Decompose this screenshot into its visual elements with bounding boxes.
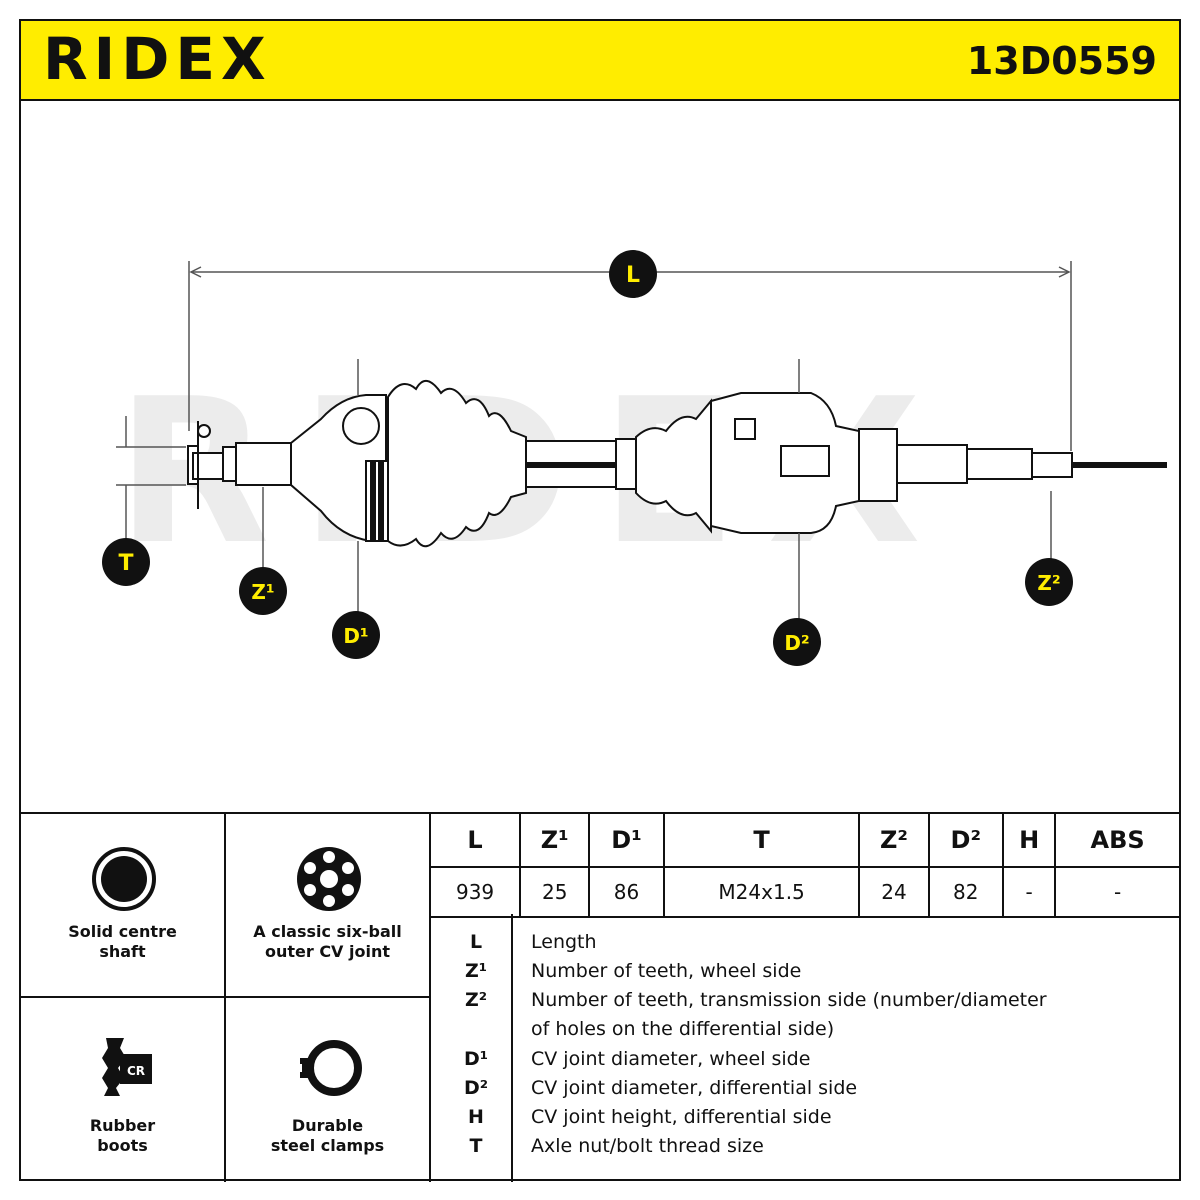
header-bar: RIDEX 13D0559 — [21, 21, 1179, 101]
legend-symbol: D² — [463, 1077, 489, 1099]
legend-description: Number of teeth, wheel side — [531, 960, 802, 982]
six-ball-cv-joint-icon — [297, 847, 361, 911]
badge-D1: D¹ — [332, 611, 380, 659]
feature-label: A classic six-ball outer CV joint — [253, 922, 402, 961]
legend-symbol: T — [469, 1135, 483, 1157]
svg-text:T: T — [118, 551, 133, 576]
svg-text:CR: CR — [127, 1064, 145, 1078]
rubber-boot-icon: CR — [102, 1038, 152, 1096]
spec-header: H — [1003, 814, 1057, 868]
spec-header: T — [663, 814, 861, 868]
spec-header: ABS — [1055, 814, 1179, 868]
seal-ring — [858, 428, 898, 502]
legend-description: CV joint height, differential side — [531, 1106, 832, 1128]
cv-ball — [342, 407, 380, 445]
spec-value: - — [1055, 867, 1179, 918]
svg-text:L: L — [626, 263, 640, 288]
outer-clamp — [365, 460, 389, 542]
svg-text:D²: D² — [784, 631, 809, 655]
legend-description: Length — [531, 931, 597, 953]
feature-rubber-boots: CR Rubber boots — [21, 998, 226, 1182]
cotter-pin-ring — [197, 424, 211, 438]
spec-value: 24 — [859, 867, 930, 918]
spec-header: Z¹ — [520, 814, 591, 868]
legend-symbol: Z¹ — [464, 960, 488, 982]
legend-description: CV joint diameter, differential side — [531, 1077, 858, 1099]
part-number: 13D0559 — [966, 39, 1157, 83]
transmission-spline — [896, 444, 968, 484]
page-frame — [19, 19, 1181, 1181]
feature-solid-shaft: Solid centre shaft — [21, 814, 226, 998]
svg-text:Z²: Z² — [1037, 571, 1060, 595]
legend-description: Number of teeth, transmission side (numb… — [531, 989, 1047, 1011]
transmission-stub — [966, 448, 1033, 480]
badge-D2: D² — [773, 618, 821, 666]
spec-header: D¹ — [589, 814, 665, 868]
steel-clamp-icon — [296, 1040, 362, 1096]
feature-six-ball-joint: A classic six-ball outer CV joint — [226, 814, 431, 998]
outer-boot — [387, 380, 527, 548]
legend-description: CV joint diameter, wheel side — [531, 1048, 811, 1070]
badge-T: T — [102, 538, 150, 586]
specs-table: L Z¹ D¹ T Z² D² H ABS 939 25 86 M24x1.5 … — [431, 814, 1179, 918]
legend-description: Axle nut/bolt thread size — [531, 1135, 764, 1157]
spec-value: - — [1003, 867, 1057, 918]
spec-value: 86 — [589, 867, 665, 918]
drive-shaft-svg: RIDEX — [102, 250, 1167, 666]
spring-housing — [780, 445, 830, 477]
drive-shaft-drawing: RIDEX — [21, 101, 1179, 811]
legend-symbol: Z² — [464, 989, 488, 1011]
feature-steel-clamps: Durable steel clamps — [226, 998, 431, 1182]
spec-value: M24x1.5 — [663, 867, 861, 918]
feature-label: Rubber boots — [89, 1116, 156, 1155]
legend-symbol: H — [468, 1106, 484, 1128]
spec-value: 82 — [928, 867, 1005, 918]
inner-boot — [635, 398, 712, 534]
boot-clamp-small — [615, 438, 637, 490]
spec-value: 25 — [520, 867, 591, 918]
spec-value: 939 — [431, 867, 522, 918]
legend: L Length Z¹ Number of teeth, wheel side … — [431, 914, 1179, 1182]
feature-label: Durable steel clamps — [270, 1116, 385, 1155]
solid-shaft-icon — [92, 847, 156, 911]
badge-L: L — [609, 250, 657, 298]
tripod-roller — [734, 418, 756, 440]
spec-header: D² — [928, 814, 1005, 868]
badge-Z1: Z¹ — [239, 567, 287, 615]
legend-symbol: D¹ — [463, 1048, 489, 1070]
spec-header: Z² — [859, 814, 930, 868]
spec-header: L — [431, 814, 522, 868]
legend-description: of holes on the differential side) — [531, 1018, 835, 1040]
svg-text:Z¹: Z¹ — [251, 580, 274, 604]
legend-symbol: L — [469, 931, 483, 953]
stub-end — [1031, 452, 1073, 478]
wheel-side-spline — [235, 442, 292, 486]
stub-collar — [222, 446, 237, 482]
feature-label: Solid centre shaft — [68, 922, 177, 961]
badge-Z2: Z² — [1025, 558, 1073, 606]
ridex-logo: RIDEX — [43, 25, 272, 93]
svg-text:D¹: D¹ — [343, 624, 368, 648]
info-panel: Solid centre shaft A classic six-ball ou… — [21, 812, 1179, 1182]
